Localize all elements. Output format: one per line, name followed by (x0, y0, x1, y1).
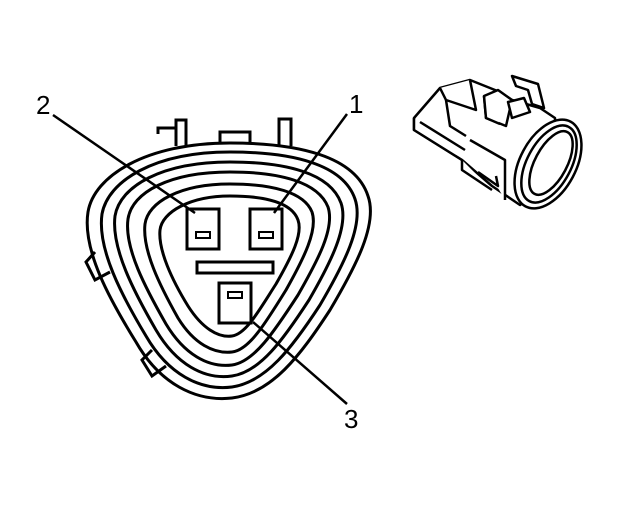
keying-rib (195, 260, 275, 275)
leader-line-3 (252, 321, 348, 405)
leader-lines (52, 113, 349, 405)
callout-label-3: 3 (344, 404, 358, 434)
terminal-cavity-2 (185, 207, 221, 251)
terminal-cavity-3 (217, 281, 253, 325)
top-tabs (156, 117, 293, 146)
leader-line-2 (52, 113, 196, 215)
terminal-cavity-1 (248, 207, 284, 251)
callout-label-2: 2 (36, 90, 50, 120)
connector-face (84, 117, 372, 401)
seal-rings (85, 141, 372, 401)
leader-line-1 (272, 113, 349, 214)
connector-side-view (412, 74, 583, 210)
callout-label-1: 1 (349, 89, 363, 119)
